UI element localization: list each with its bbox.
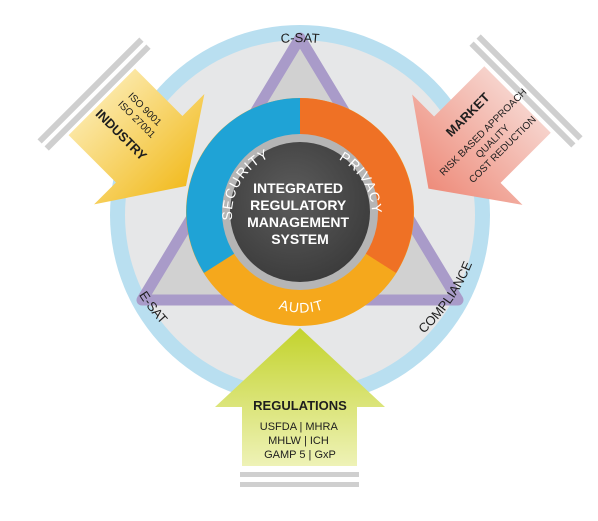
- center-line-3: MANAGEMENT: [247, 214, 349, 230]
- market-stripe-1: [469, 41, 576, 148]
- market-stripe-2: [476, 34, 583, 141]
- svg-text:INTEGRATED REGULATORY: INTEGRATED REGULATORY MANAGEMENT SYSTEM: [247, 180, 353, 247]
- industry-stripe-1: [37, 37, 144, 144]
- svg-text:USFDA | MHRA MHLW | ICH: USFDA | MHRA MHLW | ICH GAMP 5 | GxP: [260, 421, 341, 461]
- center-line-2: REGULATORY: [250, 197, 347, 213]
- label-c-sat: C-SAT: [280, 30, 320, 46]
- center-circle[interactable]: [230, 142, 370, 282]
- center-line-4: SYSTEM: [271, 231, 329, 247]
- regulations-item-3: GAMP 5 | GxP: [264, 449, 336, 461]
- regulations-item-2: MHLW | ICH: [268, 435, 329, 447]
- regulations-arrow[interactable]: REGULATIONS USFDA | MHRA MHLW | ICH GAMP…: [215, 328, 385, 487]
- industry-arrow-shape: [68, 68, 205, 205]
- market-arrow-shape: [412, 66, 551, 205]
- regulations-arrow-shape: [215, 328, 385, 466]
- industry-arrow[interactable]: ISO 9001 ISO 27001 INDUSTRY: [33, 33, 241, 241]
- regulations-stripe-2: [240, 482, 359, 487]
- industry-stripe-2: [44, 44, 151, 151]
- market-arrow[interactable]: MARKET RISK BASED APPROACH QUALITY COST …: [373, 30, 587, 244]
- regulations-title: REGULATIONS: [253, 398, 347, 413]
- regulations-stripe-1: [240, 472, 359, 477]
- label-audit: AUDIT: [278, 296, 325, 316]
- center-line-1: INTEGRATED: [253, 180, 343, 196]
- svg-text:C-SAT: C-SAT: [280, 30, 320, 46]
- svg-text:AUDIT: AUDIT: [278, 296, 326, 316]
- regulations-item-1: USFDA | MHRA: [260, 421, 339, 433]
